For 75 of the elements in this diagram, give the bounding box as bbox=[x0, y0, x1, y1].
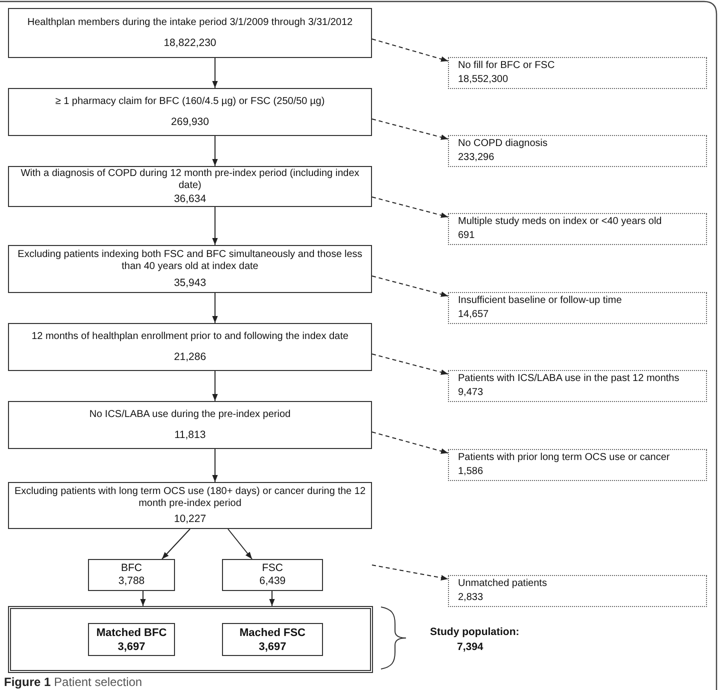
exclusion-box bbox=[448, 449, 707, 481]
group-name: BFC bbox=[121, 562, 142, 575]
process-box bbox=[8, 401, 372, 449]
exclusion-box bbox=[448, 292, 707, 324]
process-box bbox=[8, 482, 372, 529]
group-name: Mached FSC bbox=[239, 626, 306, 640]
group-name: FSC bbox=[262, 562, 283, 575]
criterion-text: 12 months of healthplan enrollment prior to and following the index date bbox=[32, 331, 348, 344]
exclusion-box bbox=[448, 370, 707, 402]
patient-count: 36,634 bbox=[174, 193, 206, 205]
matched-group-box bbox=[222, 623, 323, 656]
patient-count: 14,657 bbox=[458, 309, 489, 321]
arrow bbox=[140, 590, 146, 606]
criterion-text: No ICS/LABA use during the pre-index period bbox=[89, 409, 291, 422]
patient-count: 21,286 bbox=[174, 350, 206, 363]
group-name: Matched BFC bbox=[96, 626, 167, 640]
criterion-text: ≥ 1 pharmacy claim for BFC (160/4.5 µg) or FSC (250/50 µg) bbox=[55, 96, 325, 108]
process-box bbox=[8, 323, 372, 371]
group-box bbox=[88, 559, 175, 591]
dashed-arrow bbox=[372, 276, 448, 297]
exclusion-box bbox=[448, 213, 707, 245]
figure-caption: Figure 1 Patient selection bbox=[4, 675, 142, 689]
dashed-arrow bbox=[372, 118, 448, 140]
exclusion-reason: Insufficient baseline or follow-up time bbox=[458, 295, 622, 307]
group-box bbox=[222, 559, 323, 591]
patient-count: 35,943 bbox=[174, 276, 206, 289]
patient-count: 233,296 bbox=[458, 152, 494, 164]
dashed-arrow bbox=[372, 38, 448, 62]
exclusion-reason: Patients with prior long term OCS use or cancer bbox=[458, 452, 670, 464]
patient-count: 3,697 bbox=[118, 640, 146, 654]
exclusion-reason: No COPD diagnosis bbox=[458, 138, 548, 150]
dashed-arrow bbox=[372, 564, 448, 580]
arrow bbox=[212, 206, 218, 246]
patient-count: 691 bbox=[458, 230, 475, 242]
patient-count: 3,788 bbox=[118, 575, 145, 588]
criterion-text: Excluding patients indexing both FSC and BFC simultaneously and those less than 40 years old at index date bbox=[16, 249, 364, 274]
patient-count: 6,439 bbox=[259, 575, 286, 588]
patient-count: 1,586 bbox=[458, 466, 484, 478]
dashed-arrow bbox=[372, 354, 448, 375]
matched-group-box bbox=[88, 623, 175, 656]
criterion-text: Excluding patients with long term OCS use (180+ days) or cancer during the 12 month pre-index period bbox=[13, 486, 367, 510]
patient-count: 2,833 bbox=[458, 592, 484, 604]
dashed-arrow bbox=[372, 432, 448, 454]
group-container bbox=[8, 606, 373, 673]
exclusion-reason: Patients with ICS/LABA use in the past 12 months bbox=[458, 373, 680, 385]
patient-count: 11,813 bbox=[174, 428, 206, 441]
criterion-text: With a diagnosis of COPD during 12 month pre-index period (including index date) bbox=[20, 168, 360, 192]
process-box bbox=[8, 8, 372, 58]
patient-count: 18,552,300 bbox=[458, 74, 508, 86]
process-box bbox=[8, 88, 372, 136]
patient-count: 18,822,230 bbox=[164, 37, 216, 49]
process-box bbox=[8, 245, 372, 293]
arrow bbox=[162, 528, 190, 560]
arrow bbox=[212, 370, 218, 402]
exclusion-reason: Multiple study meds on index or <40 years old bbox=[458, 216, 662, 228]
exclusion-box bbox=[448, 575, 707, 607]
exclusion-reason: Unmatched patients bbox=[458, 578, 547, 590]
arrow bbox=[269, 590, 275, 606]
criterion-text: Healthplan members during the intake period 3/1/2009 through 3/31/2012 bbox=[27, 17, 353, 29]
dashed-arrow bbox=[372, 196, 448, 218]
study-population-label: Study population: bbox=[430, 626, 520, 639]
arrow bbox=[212, 292, 218, 324]
process-box bbox=[8, 166, 372, 207]
exclusion-box bbox=[448, 135, 707, 167]
exclusion-box bbox=[448, 57, 707, 89]
arrow bbox=[212, 58, 218, 88]
patient-count: 269,930 bbox=[171, 116, 209, 128]
arrow bbox=[212, 136, 218, 166]
patient-count: 10,227 bbox=[174, 513, 206, 525]
exclusion-reason: No fill for BFC or FSC bbox=[458, 60, 555, 72]
patient-count: 9,473 bbox=[458, 387, 484, 399]
patient-count: 3,697 bbox=[258, 640, 286, 654]
study-population-count: 7,394 bbox=[457, 641, 484, 654]
arrow bbox=[212, 448, 218, 482]
arrow bbox=[228, 528, 252, 560]
